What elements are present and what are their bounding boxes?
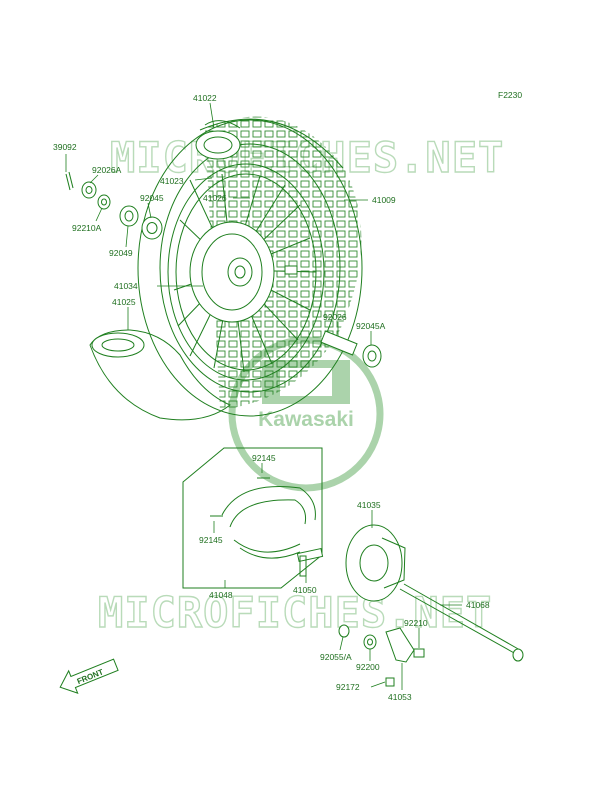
- callout-39092: 39092: [53, 142, 77, 152]
- callout-41034: 41034: [114, 281, 138, 291]
- front-arrow: FRONT: [59, 658, 119, 694]
- callout-92145-left: 92145: [199, 535, 223, 545]
- callout-92200: 92200: [356, 662, 380, 672]
- callout-41026: 41026: [203, 193, 227, 203]
- callout-92210: 92210: [404, 618, 428, 628]
- figure-code: F2230: [498, 90, 522, 100]
- clip-92210: [413, 648, 425, 658]
- callout-92045: 92045: [140, 193, 164, 203]
- logo-text: Kawasaki: [258, 408, 354, 431]
- callout-41068: 41068: [466, 600, 490, 610]
- callout-41035: 41035: [357, 500, 381, 510]
- lever-41053: [385, 627, 415, 663]
- cam-41050: [296, 547, 324, 577]
- callout-41022: 41022: [193, 93, 217, 103]
- washer-92055A: [338, 624, 350, 638]
- brake-shoe-box: [182, 447, 323, 589]
- callout-92210A: 92210A: [72, 223, 102, 233]
- hub-41034: [189, 221, 298, 323]
- collar-92210A: [97, 194, 111, 210]
- washer-92200: [363, 634, 377, 650]
- callout-92055A: 92055/A: [320, 652, 352, 662]
- nut-92026A: [81, 181, 97, 199]
- callout-92172: 92172: [336, 682, 360, 692]
- callout-41025: 41025: [112, 297, 136, 307]
- bearing-92049: [119, 205, 139, 227]
- tire-41025: [89, 329, 231, 421]
- callout-41050: 41050: [293, 585, 317, 595]
- callout-labels: 39092 92026A 92210A 92045 92049 41022 41…: [53, 93, 490, 702]
- bolt-92172: [385, 677, 395, 687]
- seal-92045: [141, 216, 163, 240]
- leader-lines: [65, 102, 462, 690]
- callout-92049: 92049: [109, 248, 133, 258]
- callout-92045A: 92045A: [356, 321, 386, 331]
- tire-41009: [137, 116, 363, 417]
- callout-41009: 41009: [372, 195, 396, 205]
- brake-panel-41035: [345, 524, 406, 602]
- callout-92026: 92026: [323, 312, 347, 322]
- watermark-bottom: MICROFICHES.NET: [98, 588, 492, 637]
- callout-92145-top: 92145: [252, 453, 276, 463]
- cotter-pin-39092: [65, 171, 74, 191]
- collar-92026: [320, 330, 358, 356]
- callout-41048: 41048: [209, 590, 233, 600]
- axle-41068: [399, 583, 524, 662]
- callout-41053: 41053: [388, 692, 412, 702]
- tube-41022: [195, 120, 241, 160]
- callout-41023: 41023: [160, 176, 184, 186]
- seal-92045A: [362, 344, 382, 368]
- callout-92026A: 92026A: [92, 165, 122, 175]
